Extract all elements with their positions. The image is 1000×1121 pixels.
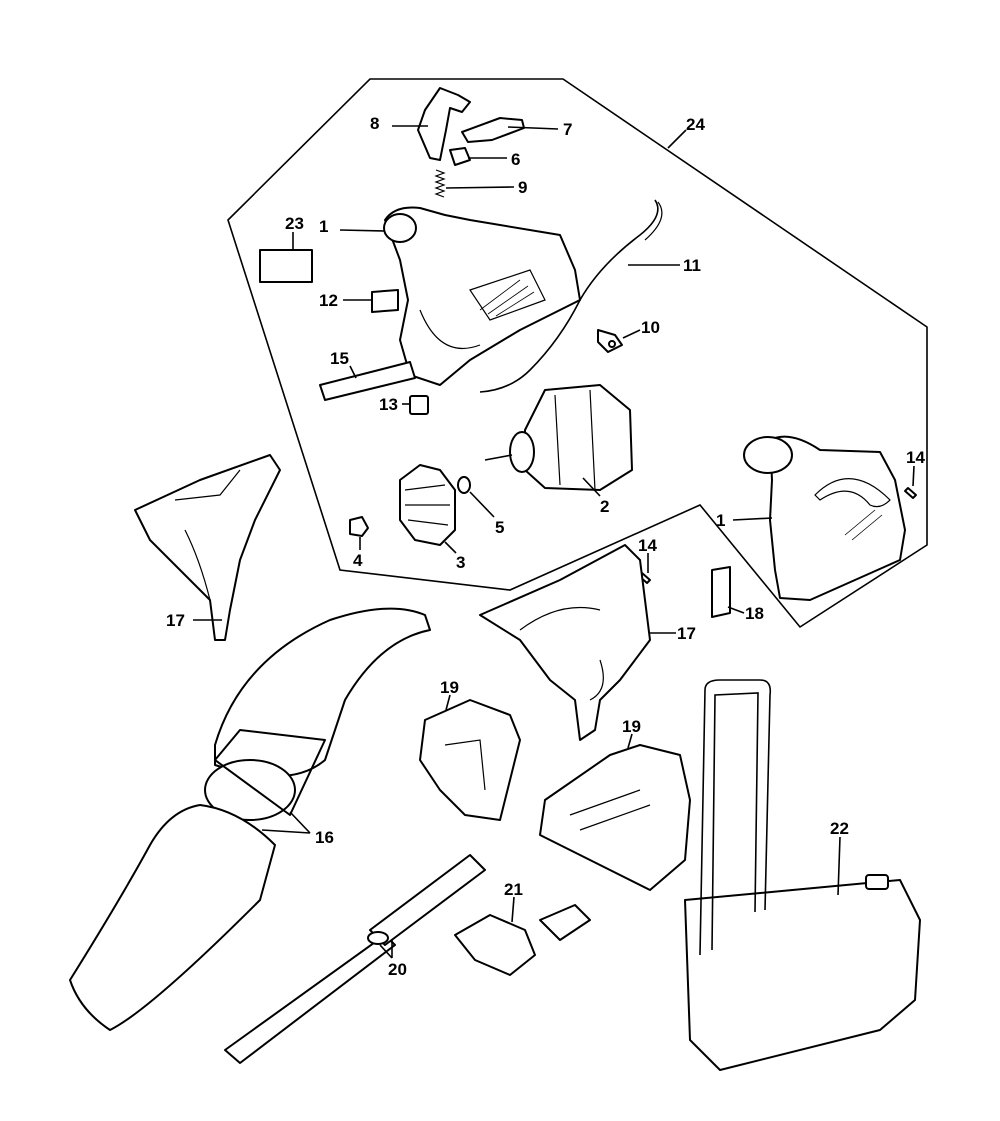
callout-15: 15 <box>330 349 349 368</box>
part-1-housing-right <box>743 435 906 601</box>
part-13-switch <box>409 395 429 415</box>
callout-8: 8 <box>370 114 379 133</box>
callout-23: 23 <box>285 214 304 233</box>
callout-16: 16 <box>315 828 334 847</box>
callout-17-left: 17 <box>166 611 185 630</box>
part-10-terminal <box>597 329 623 353</box>
callout-17-right: 17 <box>677 624 696 643</box>
part-21-attachment <box>454 904 591 976</box>
callout-1-right: 1 <box>716 511 725 530</box>
part-14-screw <box>904 487 917 499</box>
part-5-washer <box>457 476 471 494</box>
callout-3: 3 <box>456 553 465 572</box>
part-19-tube-right <box>539 744 691 891</box>
assembly-boundary <box>227 78 928 629</box>
part-20-extension-tube <box>224 854 486 1064</box>
part-15-label <box>319 361 416 401</box>
part-1-housing-left <box>383 206 581 386</box>
part-19-tube-left <box>419 699 521 821</box>
part-9-spring <box>434 169 446 198</box>
callout-11: 11 <box>683 256 701 275</box>
callout-5: 5 <box>495 518 504 537</box>
callout-2: 2 <box>600 497 609 516</box>
part-16-tubes <box>69 607 431 1031</box>
callout-7: 7 <box>563 120 572 139</box>
callout-12: 12 <box>319 291 338 310</box>
part-7-bracket <box>461 117 525 143</box>
part-12-label <box>371 289 399 313</box>
part-18-label <box>711 566 731 618</box>
part-6-clip <box>449 147 471 166</box>
part-11-cable <box>479 199 659 393</box>
part-8-lever <box>417 87 471 161</box>
part-17-tube-half-right <box>479 544 651 741</box>
callout-14: 14 <box>906 448 925 467</box>
part-23-label <box>259 249 313 283</box>
callout-14-lower: 14 <box>638 536 657 555</box>
callout-24: 24 <box>686 115 705 134</box>
callout-19-right: 19 <box>622 717 641 736</box>
callout-9: 9 <box>518 178 527 197</box>
callout-19-left: 19 <box>440 678 459 697</box>
callout-18: 18 <box>745 604 764 623</box>
part-17-tube-half-left <box>134 454 281 641</box>
part-11-cable-end <box>644 201 663 241</box>
part-3-fan <box>399 464 456 546</box>
callout-1: 1 <box>319 217 328 236</box>
callout-10: 10 <box>641 318 660 337</box>
callout-13: 13 <box>379 395 398 414</box>
part-4-nut <box>349 516 369 537</box>
part-22-collection-bag <box>684 679 921 1071</box>
callout-20: 20 <box>388 960 407 979</box>
callout-22: 22 <box>830 819 849 838</box>
part-2-motor <box>484 384 633 491</box>
callout-6: 6 <box>511 150 520 169</box>
leader-lines <box>193 125 915 959</box>
callout-4: 4 <box>353 551 363 570</box>
callout-21: 21 <box>504 880 523 899</box>
